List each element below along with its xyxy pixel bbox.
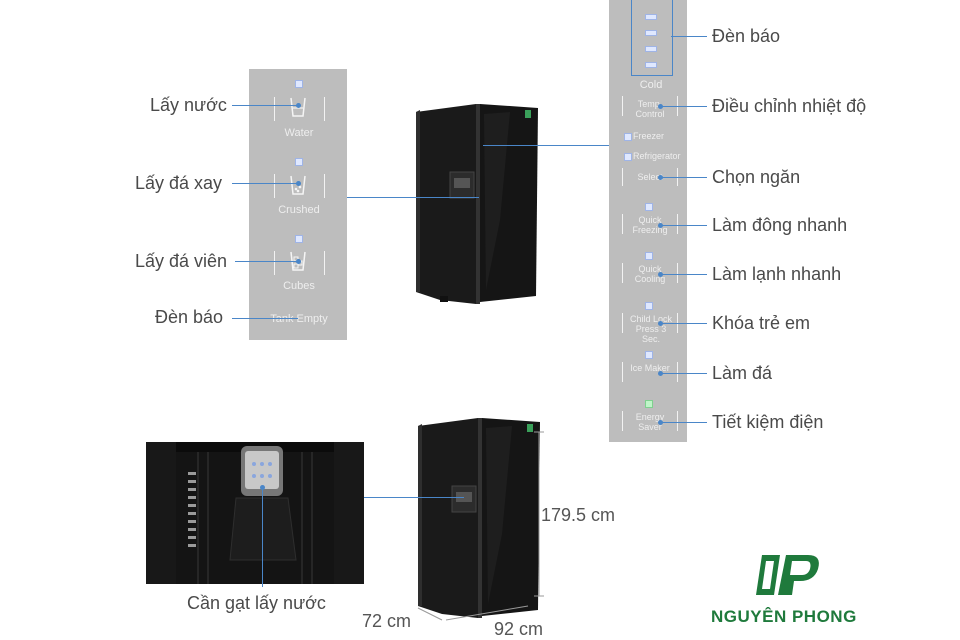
separator (274, 97, 275, 121)
label-quick-freezing: Làm đông nhanh (712, 215, 848, 235)
water-button-label[interactable]: Water (284, 127, 314, 139)
separator (324, 174, 325, 198)
separator (622, 362, 623, 382)
nguyen-phong-logo-icon (756, 555, 819, 595)
label-dispenser-lever: Cần gạt lấy nước (187, 593, 326, 613)
leader-line (671, 36, 707, 37)
separator (622, 411, 623, 431)
separator (622, 313, 623, 333)
crushed-indicator-light (295, 158, 303, 166)
separator (324, 97, 325, 121)
cubes-button-label[interactable]: Cubes (283, 280, 315, 292)
label-child-lock: Khóa trẻ em (712, 313, 811, 333)
display-segment (645, 14, 657, 20)
separator (677, 411, 678, 431)
label-ice-cubes: Lấy đá viên (135, 251, 228, 271)
label-quick-cooling: Làm lạnh nhanh (712, 264, 842, 284)
leader-dot (296, 103, 301, 108)
ice-maker-indicator (645, 351, 653, 359)
child-lock-button[interactable]: Child Lock Press 3 Sec. (629, 314, 673, 344)
leader-line (364, 497, 464, 498)
label-energy-saver: Tiết kiệm điện (712, 412, 824, 432)
leader-dot (658, 321, 663, 326)
leader-dot (296, 181, 301, 186)
leader-line (232, 318, 298, 319)
separator (324, 251, 325, 275)
separator (274, 174, 275, 198)
leader-dot (658, 371, 663, 376)
leader-line (660, 177, 707, 178)
quick-cooling-indicator (645, 252, 653, 260)
leader-line (660, 373, 707, 374)
leader-line (483, 145, 610, 146)
ice-maker-button[interactable]: Ice Maker (630, 363, 670, 373)
separator (622, 96, 623, 116)
leader-line (235, 261, 298, 262)
leader-dot (260, 485, 265, 490)
height-dimension: 179.5 cm (541, 505, 616, 525)
leader-dot (658, 104, 663, 109)
quick-cooling-button[interactable]: Quick Cooling (634, 264, 666, 284)
leader-dot (658, 272, 663, 277)
brand-name: NGUYÊN PHONG (711, 607, 857, 626)
separator (622, 214, 623, 234)
leader-dot (658, 223, 663, 228)
quick-freezing-indicator (645, 203, 653, 211)
label-ice-maker: Làm đá (712, 363, 773, 383)
leader-dot (658, 175, 663, 180)
quick-freezing-button[interactable]: Quick Freezing (632, 215, 668, 235)
tank-empty-indicator: Tank Empty (270, 313, 328, 325)
display-segment (645, 30, 657, 36)
cubes-indicator-light (295, 235, 303, 243)
width-dimension: 92 cm (494, 619, 544, 639)
display-caption-cold: Cold (639, 79, 663, 91)
label-select: Chọn ngăn (712, 167, 801, 187)
select-button[interactable]: Select (637, 172, 663, 182)
leader-line (660, 323, 707, 324)
freezer-indicator-light (624, 133, 632, 141)
leader-line (660, 225, 707, 226)
energy-saver-indicator (645, 400, 653, 408)
child-lock-indicator (645, 302, 653, 310)
label-indicator-left: Đèn báo (155, 307, 224, 327)
water-glass-icon (290, 97, 306, 117)
label-indicator-right: Đèn báo (712, 26, 781, 46)
leader-line (660, 106, 707, 107)
leader-line (347, 197, 479, 198)
leader-dot (658, 420, 663, 425)
crushed-button-label[interactable]: Crushed (278, 204, 320, 216)
crushed-ice-icon (290, 175, 306, 195)
separator (622, 168, 623, 186)
temperature-display (631, 0, 673, 76)
separator (622, 263, 623, 283)
display-segment (645, 62, 657, 68)
separator (677, 214, 678, 234)
leader-dot (296, 259, 301, 264)
separator (677, 362, 678, 382)
refrigerator-image-bottom (418, 418, 540, 618)
refrigerator-image-top (416, 104, 538, 304)
label-crushed-ice: Lấy đá xay (135, 173, 223, 193)
separator (677, 263, 678, 283)
refrigerator-indicator-light (624, 153, 632, 161)
separator (274, 251, 275, 275)
freezer-option-label: Freezer (633, 131, 665, 141)
dispenser-control-panel (249, 69, 347, 340)
display-segment (645, 46, 657, 52)
label-water: Lấy nước (150, 95, 227, 115)
depth-dimension: 72 cm (362, 611, 412, 631)
dispenser-closeup-image (146, 442, 364, 584)
refrigerator-option-label: Refrigerator (633, 151, 681, 161)
temp-control-button[interactable]: Temp. Control (635, 99, 665, 119)
energy-saver-button[interactable]: Energy Saver (635, 412, 665, 432)
leader-line (660, 274, 707, 275)
leader-line (232, 183, 298, 184)
leader-line (660, 422, 707, 423)
water-indicator-light (295, 80, 303, 88)
label-temp-control: Điều chỉnh nhiệt độ (712, 96, 867, 116)
leader-line (232, 105, 298, 106)
leader-line (262, 487, 263, 587)
